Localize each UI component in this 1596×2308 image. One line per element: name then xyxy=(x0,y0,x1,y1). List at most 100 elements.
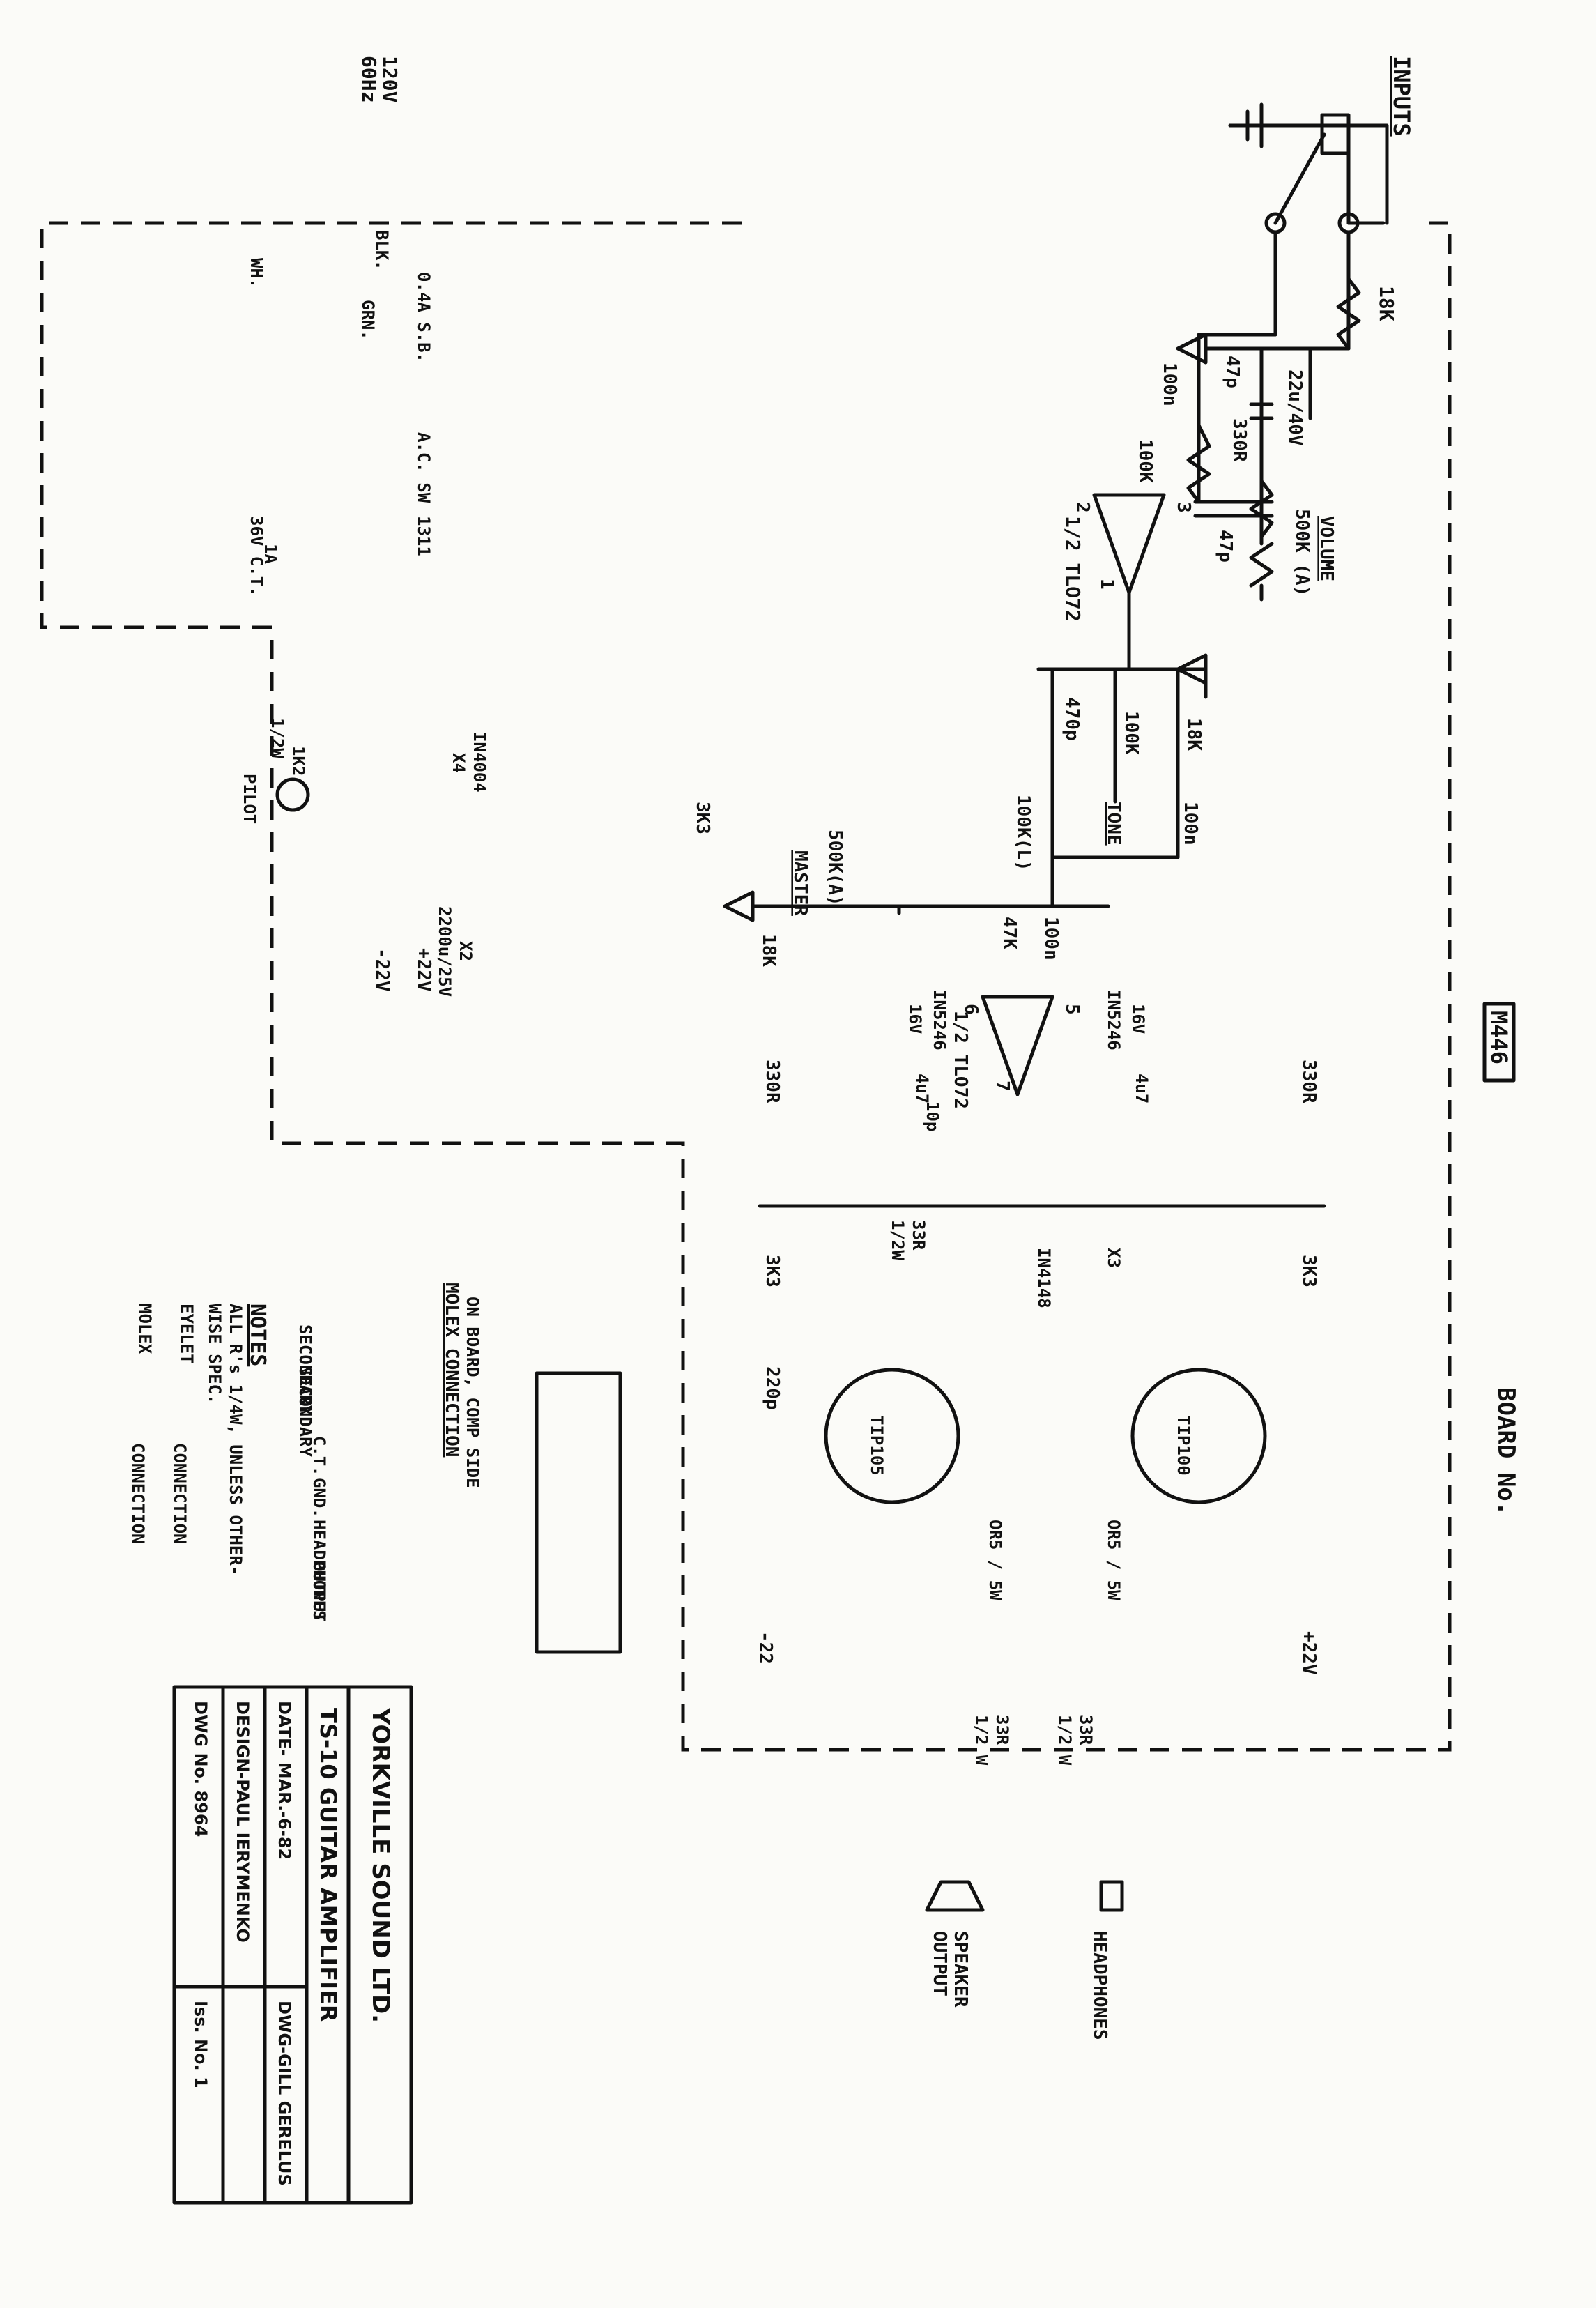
output-stage: 33R 1/2W IN4148 X3 3K3 3K3 220p TIP105 T… xyxy=(755,1204,1326,1675)
drawing-number: DWG No. 8964 xyxy=(191,1701,210,1837)
power-supply: 120V 60Hz BLK. GRN. WH. 0.4A S.B. A.C. S… xyxy=(240,56,489,997)
label-330r-a: 330R xyxy=(1229,418,1250,462)
designed-by: DESIGN-PAUL IERYMENKO xyxy=(233,1701,252,1943)
input-section: INPUTS 18K 47p 100n 22u/40V 330R 100K xyxy=(1061,56,1415,671)
legend-eyelet-conn: CONNECTION xyxy=(170,1443,190,1544)
label-tip105: TIP105 xyxy=(867,1415,887,1476)
board-no-label: BOARD No. xyxy=(1492,1387,1520,1515)
molex-pin3: C.T. xyxy=(309,1436,329,1476)
label-330r-c: 330R xyxy=(1298,1060,1319,1103)
molex-pin2: SECONDARY xyxy=(296,1366,315,1458)
tone-section: 18K 100K 470p 100n 100K(L) TONE BOARD No… xyxy=(1013,653,1520,1515)
label-headphones: HEADPHONES xyxy=(1089,1931,1110,2040)
label-x3: X3 xyxy=(1104,1248,1123,1268)
pin2-label: 2 xyxy=(1072,502,1093,513)
label-47p-b: 47p xyxy=(1215,530,1236,563)
tone-pot[interactable] xyxy=(1050,800,1180,859)
headphone-jack-icon[interactable] xyxy=(1099,1880,1124,1912)
drawing-date: DATE- MAR.-6-82 xyxy=(275,1701,294,1860)
label-33r-out-b: 33R xyxy=(1076,1715,1096,1745)
label-1a: 1A xyxy=(261,544,280,564)
label-speaker-output: OUTPUT xyxy=(929,1931,950,1996)
label-in4004: IN4004 xyxy=(470,732,489,793)
label-18k-in: 18K xyxy=(1375,286,1398,321)
label-pos22-b: +22V xyxy=(1298,1631,1319,1675)
label-zener-b-v: 16V xyxy=(1128,1004,1148,1034)
ground-icon xyxy=(1176,333,1351,365)
label-33r-w: 1/2W xyxy=(888,1220,907,1260)
label-220p: 220p xyxy=(762,1366,783,1410)
label-10p: 10p xyxy=(923,1101,942,1131)
label-2200u: 2200u/25V xyxy=(435,906,454,997)
label-100k-tone: 100K xyxy=(1121,711,1142,755)
product-name: TS-10 GUITAR AMPLIFIER xyxy=(315,1708,342,2022)
pot-volume[interactable] xyxy=(1249,500,1274,602)
label-4u7-b: 4u7 xyxy=(1132,1073,1151,1103)
input-jack-icon[interactable] xyxy=(1320,113,1351,155)
label-1k2: 1K2 xyxy=(289,746,308,776)
label-4u7-a: 4u7 xyxy=(912,1073,932,1103)
title-block-frame xyxy=(172,1685,413,2205)
label-master: MASTER xyxy=(790,850,811,916)
title-block: YORKVILLE SOUND LTD. TS-10 GUITAR AMPLIF… xyxy=(172,1685,413,2205)
label-neg22: -22V xyxy=(371,948,392,992)
ground-icon xyxy=(1176,653,1208,685)
opamp-2-icon xyxy=(981,995,1054,1096)
label-18k-tone: 18K xyxy=(1183,718,1204,751)
label-tone: TONE xyxy=(1103,802,1124,846)
molex-pin6: OUTPUT xyxy=(309,1561,329,1622)
label-33r-out-a: 33R xyxy=(992,1715,1012,1745)
issue-number: Iss. No. 1 xyxy=(191,2001,210,2088)
board-outline xyxy=(40,221,1452,1752)
molex-pin1: SECONDARY xyxy=(296,1324,315,1416)
legend-molex: MOLEX xyxy=(135,1304,155,1354)
label-33r-out-a-w: 1/2 W xyxy=(972,1715,991,1766)
molex-notes: MOLEX CONNECTION ON BOARD, COMP SIDE SEC… xyxy=(128,1283,622,1654)
notes-line1: ALL R's 1/4W, UNLESS OTHER- xyxy=(226,1304,245,1575)
label-3k3-m: 3K3 xyxy=(692,802,713,834)
label-22u: 22u/40V xyxy=(1284,369,1305,446)
opamp-1-icon xyxy=(1092,493,1166,595)
pin1-label: 1 xyxy=(1096,579,1117,590)
label-470p: 470p xyxy=(1061,697,1082,741)
label-opamp-2: 1/2 TLO72 xyxy=(950,1011,971,1109)
molex-pin4: GND. xyxy=(309,1478,329,1518)
label-60hz: 60Hz xyxy=(358,56,381,102)
label-100k-l: 100K(L) xyxy=(1013,795,1034,871)
label-zener-a: IN5246 xyxy=(930,990,949,1050)
transistor-tip100-icon xyxy=(1130,1368,1267,1504)
label-or5-a: OR5 / 5W xyxy=(985,1520,1005,1600)
label-neg22-b: -22 xyxy=(755,1631,776,1664)
label-33r-out-b-w: 1/2 W xyxy=(1055,1715,1075,1766)
drawn-by: DWG-GILL GERELUS xyxy=(275,2001,294,2186)
label-1311: 1311 xyxy=(414,516,433,556)
label-3k3-b: 3K3 xyxy=(762,1255,783,1287)
label-opamp-1: 1/2 TLO72 xyxy=(1061,516,1084,622)
legend-molex-conn: CONNECTION xyxy=(128,1443,148,1544)
label-100n-c: 100n xyxy=(1041,917,1061,961)
resistor-100k-a xyxy=(1186,423,1211,504)
label-or5-b: OR5 / 5W xyxy=(1104,1520,1123,1600)
molex-sub: ON BOARD, COMP SIDE xyxy=(463,1297,482,1488)
label-pilot: PILOT xyxy=(240,774,259,824)
label-wh: WH. xyxy=(247,258,266,288)
label-volume: VOLUME xyxy=(1316,516,1337,581)
pin6-label: 6 xyxy=(960,1004,981,1015)
label-1-2w: 1/2W xyxy=(268,718,287,758)
inputs-label: INPUTS xyxy=(1388,56,1415,137)
label-100k-a: 100K xyxy=(1135,439,1156,483)
label-grn: GRN. xyxy=(358,300,378,340)
pin5-label: 5 xyxy=(1061,1004,1082,1015)
label-330r-b: 330R xyxy=(762,1060,783,1103)
speaker-icon[interactable] xyxy=(925,1880,985,1912)
output-jacks: 33R 1/2 W 33R 1/2 W HEADPHONES SPEAKER O… xyxy=(925,1715,1124,2040)
label-36v-ct: 36V C.T. xyxy=(247,516,266,597)
board-id: M446 xyxy=(1486,1011,1512,1064)
transistor-tip105-icon xyxy=(824,1368,960,1504)
pin7-label: 7 xyxy=(992,1080,1013,1092)
resistor-18k-in xyxy=(1336,277,1361,351)
label-fuse: 0.4A S.B. xyxy=(414,272,433,362)
label-x2: X2 xyxy=(456,941,475,961)
molex-pin5: HEADPHONES xyxy=(309,1520,329,1621)
